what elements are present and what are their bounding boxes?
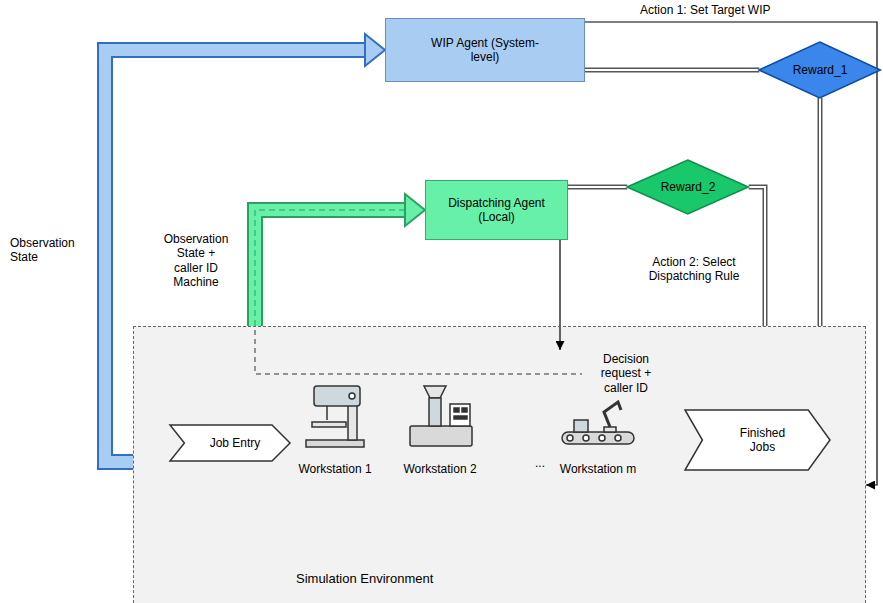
connector-stroke	[105, 50, 367, 462]
node-text: Workstation 1	[298, 462, 371, 476]
workstation-label: Workstation 1	[290, 458, 380, 480]
workstation-label: Workstation 2	[395, 458, 485, 480]
connector-stroke	[585, 68, 759, 73]
workstation-label: Workstation m	[553, 458, 643, 480]
arrow-head	[405, 194, 425, 226]
ellipsis-label: ...	[526, 456, 554, 470]
node-text: Finished Jobs	[733, 426, 793, 455]
node-text: Workstation m	[560, 462, 636, 476]
chevron-outline	[685, 410, 830, 470]
node-text: Workstation 2	[403, 462, 476, 476]
connector-stroke	[585, 69, 759, 71]
flow-chevron: Finished Jobs	[685, 410, 830, 470]
conveyor-robot-icon	[562, 402, 634, 444]
edge-label: Action 2: Select Dispatching Rule	[632, 255, 756, 284]
chevron-outline	[170, 425, 290, 461]
connector-stroke	[818, 98, 823, 326]
node-text: Job Entry	[210, 436, 261, 450]
reward-diamond: Reward_1	[759, 42, 880, 98]
flow-chevron: Job Entry	[170, 425, 290, 461]
signal-label: Decision request + caller ID	[588, 352, 664, 395]
connector-stroke	[105, 50, 367, 462]
node-text: WIP Agent (System-level)	[430, 36, 540, 65]
leader-line	[255, 330, 582, 374]
agent-box: Dispatching Agent (Local)	[425, 180, 568, 240]
arrow-head	[365, 34, 385, 66]
node-text: Dispatching Agent (Local)	[439, 196, 554, 225]
node-text: Reward_2	[661, 180, 716, 194]
edge-label: Action 1: Set Target WIP	[640, 3, 860, 17]
connector-stroke	[559, 240, 560, 350]
reward-diamond: Reward_2	[627, 160, 748, 214]
environment-region: Simulation Environment Job EntryWorkstati…	[133, 326, 866, 603]
connector-stroke	[749, 187, 765, 326]
observation-arrow	[105, 34, 385, 462]
connector-stroke	[255, 210, 407, 326]
connector-stroke	[568, 185, 627, 190]
reward-line	[585, 70, 759, 71]
connector-stroke	[819, 98, 821, 326]
molding-machine-icon	[410, 386, 472, 446]
observation-arrow	[255, 194, 425, 326]
drill-machine-icon	[306, 386, 364, 447]
reward-line	[820, 98, 821, 326]
edge-label: Observation State + caller ID Machine	[162, 232, 230, 290]
connector-stroke	[255, 210, 407, 326]
reward-line	[749, 187, 765, 326]
node-text: Reward_1	[793, 63, 848, 77]
diamond-outline	[627, 160, 748, 214]
agent-box: WIP Agent (System-level)	[385, 18, 585, 82]
connector-stroke	[749, 187, 765, 326]
edge-label: Observation State	[10, 236, 96, 265]
action-arrow	[560, 240, 561, 350]
environment-ground	[133, 326, 866, 603]
node-text: Simulation Environment	[296, 571, 433, 587]
connector-stroke	[568, 186, 627, 188]
connector-stroke	[255, 210, 407, 326]
reward-line	[568, 187, 627, 188]
diamond-outline	[759, 42, 880, 98]
